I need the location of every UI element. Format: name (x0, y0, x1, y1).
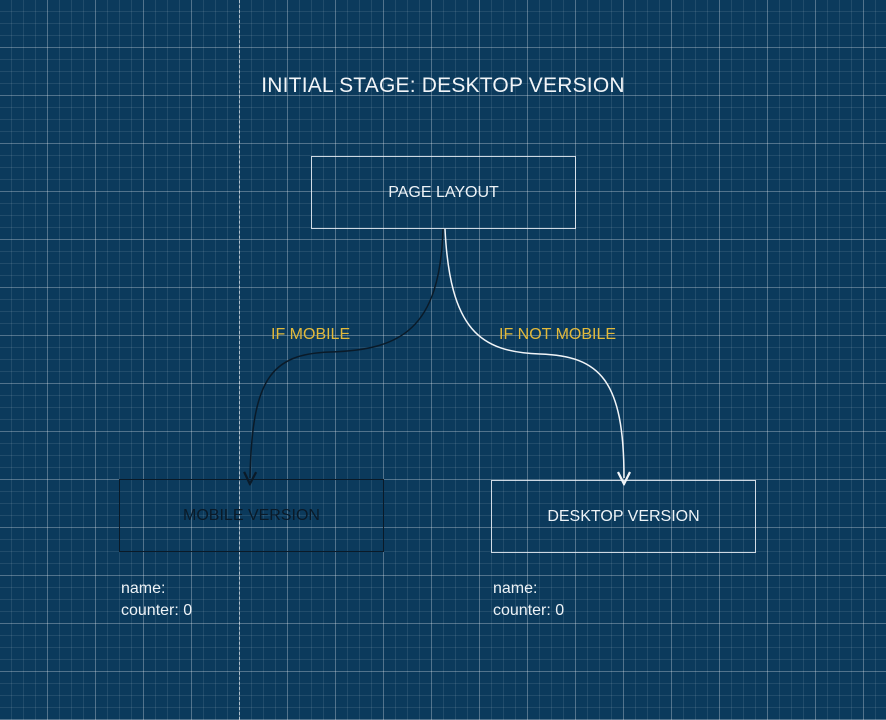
mobile-version-node: MOBILE VERSION (119, 479, 384, 552)
mobile-props: name: counter: 0 (121, 578, 192, 622)
desktop-version-node: DESKTOP VERSION (491, 480, 756, 553)
desktop-prop-counter: counter: 0 (493, 602, 565, 619)
desktop-version-label: DESKTOP VERSION (547, 507, 700, 525)
diagram-title: INITIAL STAGE: DESKTOP VERSION (261, 74, 625, 97)
mobile-prop-counter: counter: 0 (121, 602, 193, 619)
condition-label-mobile: IF MOBILE (271, 326, 351, 343)
condition-label-not-mobile: IF NOT MOBILE (499, 326, 617, 343)
edge-to-desktop (444, 228, 624, 478)
dashed-guide-line (239, 0, 240, 720)
edge-to-mobile (250, 228, 444, 478)
mobile-prop-name: name: (121, 580, 166, 597)
page-layout-label: PAGE LAYOUT (388, 183, 499, 201)
desktop-prop-name: name: (493, 580, 538, 597)
page-layout-node: PAGE LAYOUT (311, 156, 576, 229)
mobile-version-label: MOBILE VERSION (183, 506, 320, 524)
desktop-props: name: counter: 0 (493, 578, 564, 622)
